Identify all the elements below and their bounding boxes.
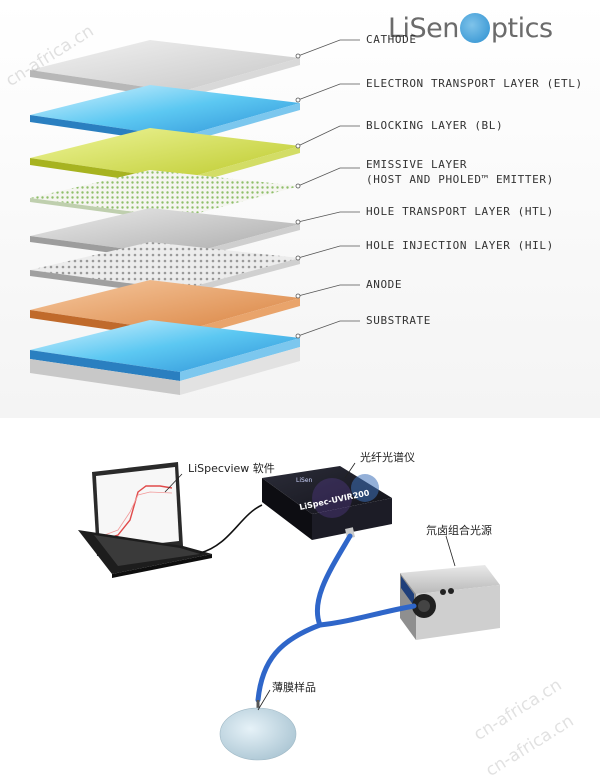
callout-dots <box>295 53 301 339</box>
label-emissive-layer: EMISSIVE LAYER <box>366 158 468 171</box>
laptop <box>78 462 212 578</box>
spectrometer-brand: LiSen <box>296 477 313 484</box>
label-software: LiSpecview 软件 <box>188 462 275 475</box>
lisen-optics-logo: LiSen ptics <box>388 10 553 46</box>
thin-film-sample <box>219 707 297 761</box>
label-anode: ANODE <box>366 278 403 291</box>
label-substrate: SUBSTRATE <box>366 314 432 327</box>
usb-cable <box>199 504 263 554</box>
spectrum-curve <box>101 485 173 541</box>
label-light-source: 氘卤组合光源 <box>426 524 492 537</box>
label-htl: HOLE TRANSPORT LAYER (HTL) <box>366 205 554 218</box>
label-hil: HOLE INJECTION LAYER (HIL) <box>366 239 554 252</box>
fiber-cable-spectrometer <box>255 533 353 703</box>
label-emissive-sub: (HOST AND PHOLED™ EMITTER) <box>366 173 554 186</box>
logo-text-right: ptics <box>490 12 553 44</box>
label-etl: ELECTRON TRANSPORT LAYER (ETL) <box>366 77 583 90</box>
fiber-cable-light-source <box>317 603 417 628</box>
label-cathode: CATHODE <box>366 33 417 46</box>
label-sample: 薄膜样品 <box>272 681 316 694</box>
callout-lines <box>297 39 360 337</box>
label-spectrometer: 光纤光谱仪 <box>360 451 415 464</box>
label-blocking-layer: BLOCKING LAYER (BL) <box>366 119 504 132</box>
spectrometer <box>262 466 392 540</box>
light-source <box>400 565 500 640</box>
setup-leader-lines <box>164 462 456 711</box>
logo-text-left: LiSen <box>388 12 459 44</box>
logo-o-icon <box>459 13 490 43</box>
layer-substrate <box>30 320 300 395</box>
